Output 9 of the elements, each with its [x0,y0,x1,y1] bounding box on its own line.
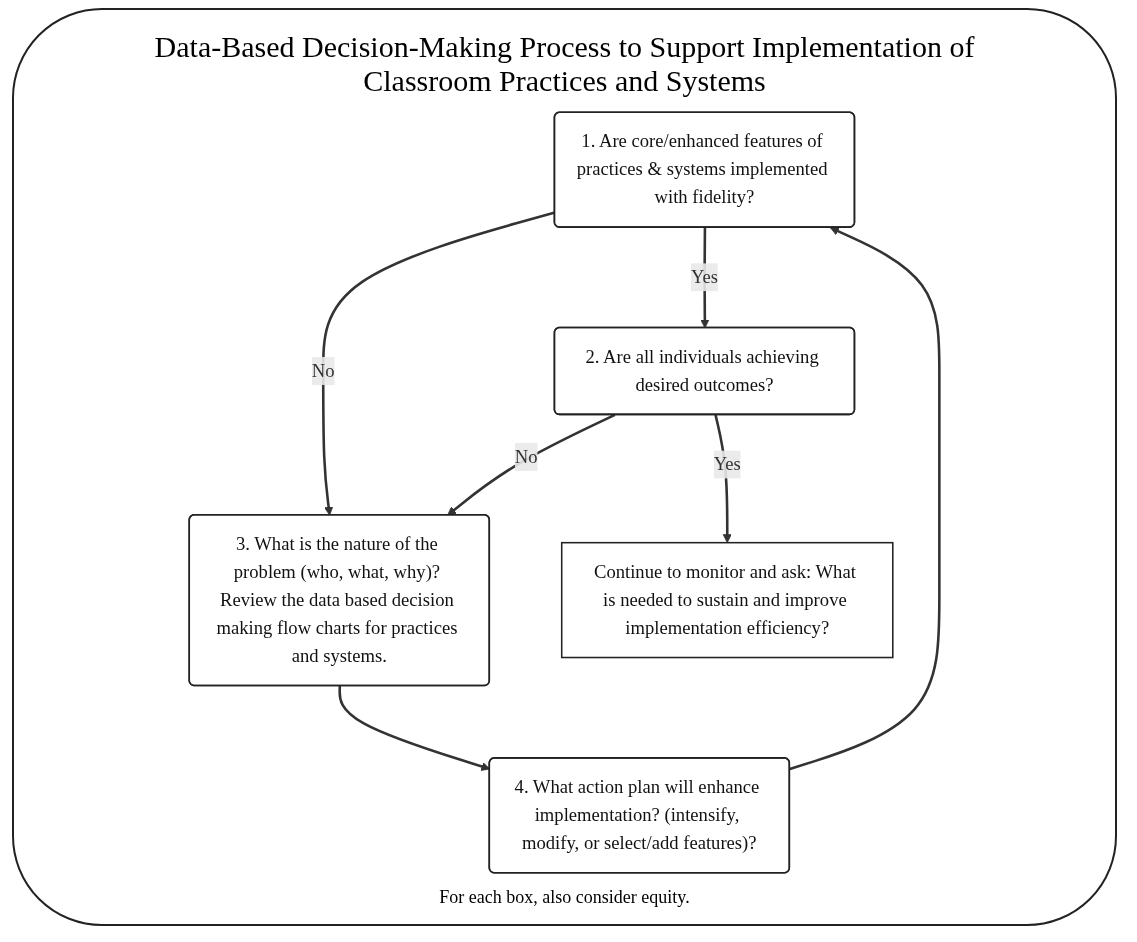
arrow [789,226,941,771]
arrow [447,413,616,516]
title: Data-Based Decision-Making Process to Support Implementation of Classroom Practices and Systems [153,30,976,98]
edge-label: No [515,446,538,467]
edge-label: Yes [713,453,742,475]
node-box: Continue to monitor and ask: What is needed to sustain and improve implementation efficiency? [561,541,894,659]
edge-label: No [312,360,335,381]
edge-label: Yes [691,266,719,288]
caption: For each box, also consider equity. [439,887,690,908]
